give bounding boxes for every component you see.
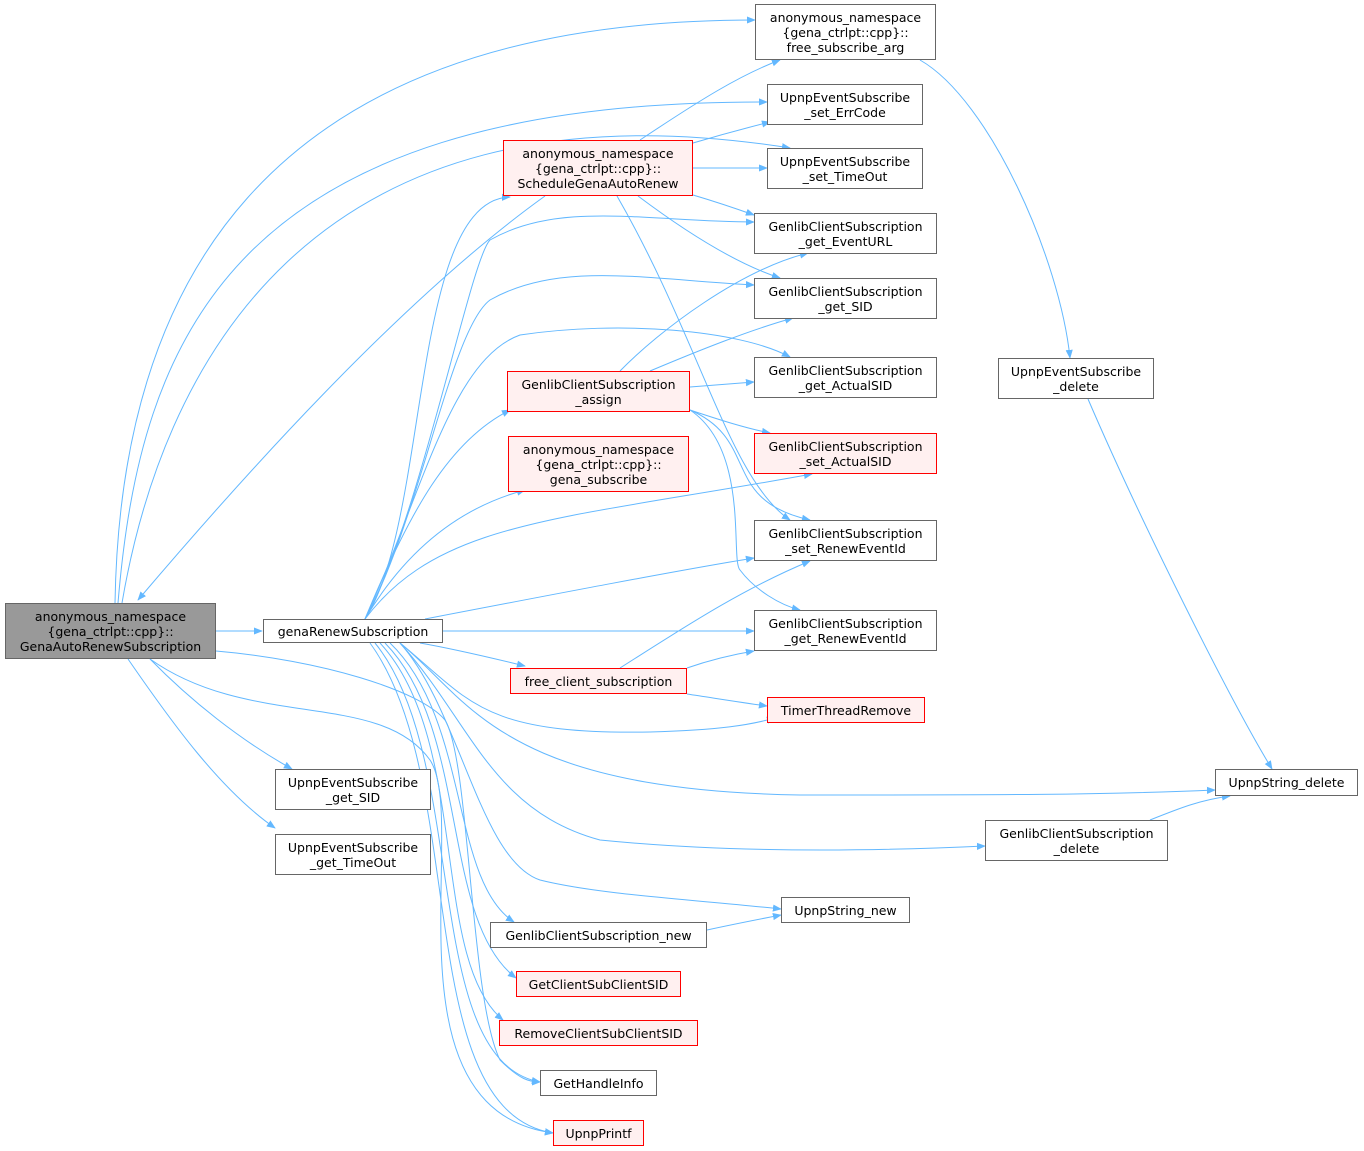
node-genlib-client-subscription-get-sid[interactable]: GenlibClientSubscription _get_SID: [754, 278, 937, 319]
edge-gena-renew-to-gena-subscribe: [364, 488, 526, 620]
edge-free-client-sub-to-gcs-set-reneweventid: [619, 560, 811, 669]
edge-gena-renew-to-gcs-set-actualsid: [364, 471, 813, 620]
edge-gena-renew-to-gcs-assign: [364, 409, 511, 620]
edge-gena-renew-to-gcs-get-eventurl: [364, 215, 755, 620]
edge-schedule-to-gcs-set-reneweventid: [616, 195, 791, 521]
node-get-handle-info[interactable]: GetHandleInfo: [540, 1070, 657, 1096]
node-genlib-client-subscription-get-eventurl[interactable]: GenlibClientSubscription _get_EventURL: [754, 213, 937, 254]
edge-gena-renew-to-gcs-delete: [399, 642, 986, 851]
node-genlib-client-subscription-delete[interactable]: GenlibClientSubscription _delete: [985, 820, 1168, 861]
edge-gena-renew-to-gcs-get-actualsid: [364, 327, 791, 620]
edge-root-to-upnp-printf: [149, 658, 554, 1136]
node-free-client-subscription[interactable]: free_client_subscription: [510, 668, 687, 694]
edge-root-to-free-subscribe-arg: [114, 16, 756, 604]
edge-schedule-to-ues-set-errcode: [692, 120, 771, 144]
node-genlib-client-subscription-set-actualsid[interactable]: GenlibClientSubscription _set_ActualSID: [754, 433, 937, 474]
edge-schedule-to-root: [137, 195, 546, 601]
edge-gcs-assign-to-gcs-get-reneweventid: [689, 409, 801, 612]
edge-schedule-to-free-subscribe-arg: [639, 59, 781, 141]
node-gena-subscribe[interactable]: anonymous_namespace {gena_ctrlpt::cpp}::…: [508, 436, 689, 492]
edge-gena-renew-to-upnpstring-new: [399, 642, 782, 912]
edge-schedule-to-gcs-get-eventurl: [692, 194, 755, 216]
edge-gcs-delete-to-upnpstring-delete: [1149, 793, 1231, 821]
edge-gcs-assign-to-gcs-set-reneweventid: [689, 409, 811, 522]
node-gena-renew-subscription[interactable]: genaRenewSubscription: [263, 619, 443, 643]
node-genlib-client-subscription-set-reneweventid[interactable]: GenlibClientSubscription _set_RenewEvent…: [754, 520, 937, 561]
edge-gena-renew-to-timer-remove: [399, 642, 776, 733]
edge-root-to-get-handle-info: [215, 650, 541, 1086]
edge-gena-renew-to-gcs-new: [389, 642, 515, 923]
node-remove-client-sub-client-sid[interactable]: RemoveClientSubClientSID: [499, 1020, 698, 1046]
edge-free-subscribe-arg-to-ues-delete: [919, 59, 1073, 359]
node-free-subscribe-arg[interactable]: anonymous_namespace {gena_ctrlpt::cpp}::…: [755, 4, 936, 60]
edge-gena-renew-to-upnpstring-delete: [399, 642, 1216, 796]
node-gena-auto-renew-subscription: anonymous_namespace {gena_ctrlpt::cpp}::…: [5, 603, 216, 659]
edge-free-client-sub-to-timer-remove: [686, 693, 768, 709]
edge-schedule-to-gcs-get-sid: [637, 195, 781, 279]
node-upnp-string-delete[interactable]: UpnpString_delete: [1215, 769, 1358, 796]
edge-gcs-new-to-upnpstring-new: [706, 912, 782, 931]
edge-root-to-ues-set-errcode: [117, 98, 768, 604]
node-schedule-gena-auto-renew[interactable]: anonymous_namespace {gena_ctrlpt::cpp}::…: [503, 140, 693, 196]
node-upnp-printf[interactable]: UpnpPrintf: [553, 1120, 644, 1146]
edge-gena-renew-to-free-client-sub: [419, 642, 526, 668]
node-upnp-event-subscribe-get-timeout[interactable]: UpnpEventSubscribe _get_TimeOut: [275, 834, 431, 875]
edge-gcs-assign-to-gcs-get-eventurl: [619, 251, 809, 372]
edge-root-to-ues-get-timeout: [127, 658, 276, 829]
node-genlib-client-subscription-get-reneweventid[interactable]: GenlibClientSubscription _get_RenewEvent…: [754, 610, 937, 651]
node-upnp-event-subscribe-set-errcode[interactable]: UpnpEventSubscribe _set_ErrCode: [767, 84, 923, 125]
node-genlib-client-subscription-new[interactable]: GenlibClientSubscription_new: [490, 922, 707, 948]
edge-gena-renew-to-get-handle-info: [374, 642, 541, 1085]
edge-gcs-assign-to-gcs-set-actualsid: [689, 409, 771, 435]
node-timer-thread-remove[interactable]: TimerThreadRemove: [767, 697, 925, 723]
edge-root-to-ues-set-timeout: [121, 135, 791, 604]
edge-gena-renew-to-remove-client-sub: [379, 642, 504, 1021]
edge-free-client-sub-to-gcs-get-reneweventid: [686, 648, 755, 669]
node-upnp-event-subscribe-set-timeout[interactable]: UpnpEventSubscribe _set_TimeOut: [767, 148, 923, 189]
edge-ues-delete-to-upnpstring-delete: [1087, 398, 1273, 770]
edge-root-to-ues-get-sid: [149, 658, 293, 770]
node-genlib-client-subscription-assign[interactable]: GenlibClientSubscription _assign: [507, 371, 690, 412]
node-upnp-event-subscribe-delete[interactable]: UpnpEventSubscribe _delete: [998, 358, 1154, 399]
node-genlib-client-subscription-get-actualsid[interactable]: GenlibClientSubscription _get_ActualSID: [754, 357, 937, 398]
edge-gena-renew-to-schedule: [364, 193, 511, 620]
edge-gena-renew-to-upnp-printf: [369, 642, 554, 1136]
edge-gcs-assign-to-gcs-get-actualsid: [689, 379, 755, 388]
edge-gcs-assign-to-gcs-get-sid: [649, 316, 794, 372]
node-get-client-sub-client-sid[interactable]: GetClientSubClientSID: [516, 971, 681, 997]
node-upnp-event-subscribe-get-sid[interactable]: UpnpEventSubscribe _get_SID: [275, 769, 431, 810]
edge-gena-renew-to-gcs-set-reneweventid: [424, 555, 755, 620]
node-upnp-string-new[interactable]: UpnpString_new: [781, 897, 910, 923]
